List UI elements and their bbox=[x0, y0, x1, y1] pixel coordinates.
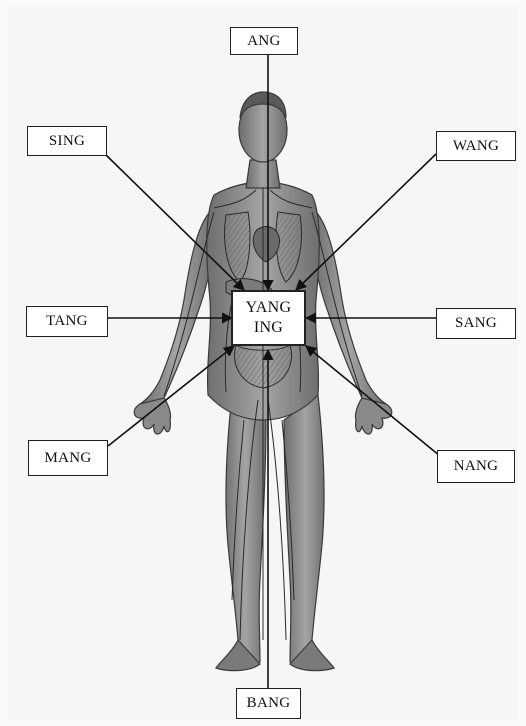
label-wang: WANG bbox=[436, 131, 516, 161]
label-mang-text: MANG bbox=[44, 451, 91, 466]
label-tang-text: TANG bbox=[46, 314, 88, 329]
label-bang-text: BANG bbox=[247, 696, 291, 711]
label-sang: SANG bbox=[436, 308, 516, 339]
label-bang: BANG bbox=[236, 688, 301, 719]
label-mang: MANG bbox=[28, 440, 108, 476]
label-nang: NANG bbox=[437, 450, 515, 483]
label-sing-text: SING bbox=[49, 134, 85, 149]
label-yang-ing: YANG ING bbox=[231, 290, 306, 346]
label-ang-text: ANG bbox=[247, 34, 280, 49]
label-sang-text: SANG bbox=[455, 316, 497, 331]
label-tang: TANG bbox=[26, 306, 108, 337]
label-center-line1: YANG bbox=[246, 298, 292, 318]
label-sing: SING bbox=[27, 126, 107, 156]
label-wang-text: WANG bbox=[453, 139, 499, 154]
neck bbox=[246, 160, 280, 188]
label-ang: ANG bbox=[230, 27, 298, 55]
label-center-line2: ING bbox=[254, 318, 283, 338]
label-nang-text: NANG bbox=[454, 459, 499, 474]
